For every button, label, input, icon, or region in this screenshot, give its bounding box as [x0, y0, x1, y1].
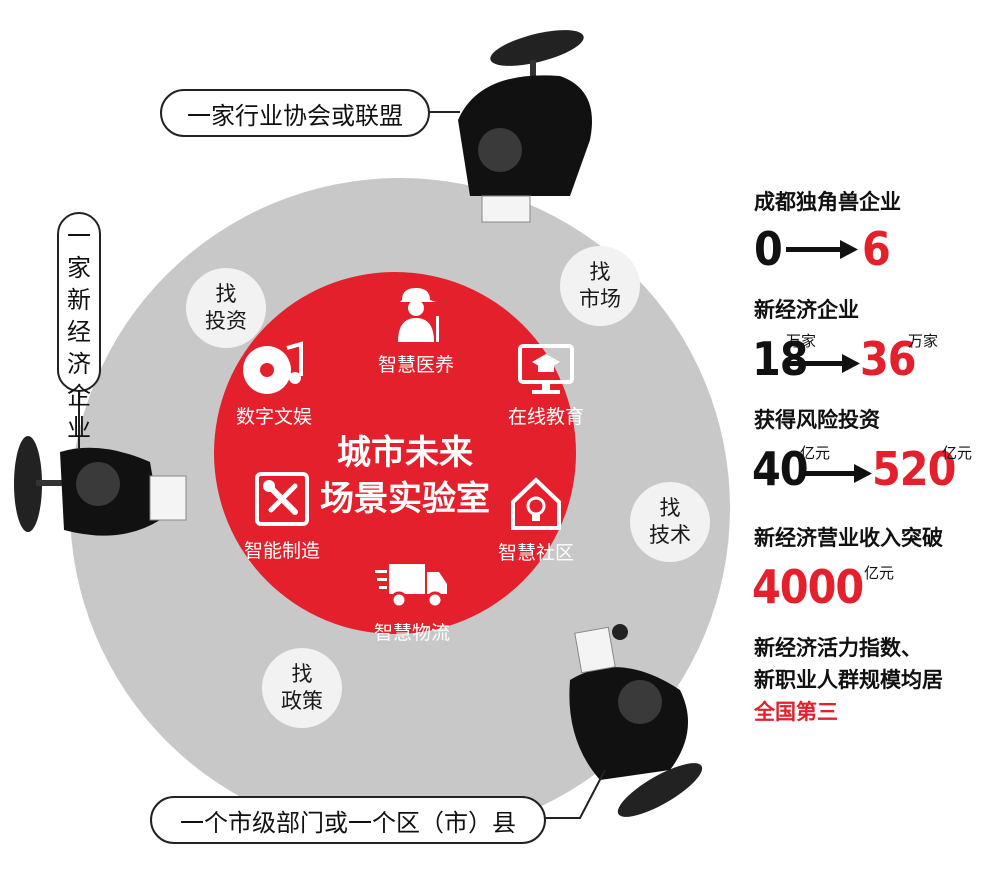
stat-unicorn-from: 0 [754, 222, 783, 276]
sector-label: 智慧医养 [378, 354, 455, 376]
delivery-truck-icon [375, 564, 447, 609]
bubble-find-text: 找 [659, 496, 681, 520]
center-title: 城市未来 场景实验室 [290, 430, 520, 522]
stat-revenue-heading: 新经济营业收入突破 [754, 526, 943, 550]
stat-ranking-line-1: 新经济活力指数、 [754, 636, 922, 660]
bubble-target-text: 投资 [205, 309, 247, 333]
stat-new-economy-heading: 新经济企业 [754, 298, 859, 322]
sector-smart-healthcare: 智慧医养 [378, 286, 454, 377]
stat-venture-heading: 获得风险投资 [754, 408, 880, 432]
sector-label: 智慧物流 [374, 622, 451, 644]
sector-smart-logistics: 智慧物流 [374, 558, 450, 645]
stat-new-economy-to-unit: 万家 [908, 332, 939, 350]
arrow-right-icon [788, 354, 860, 373]
bubble-target-text: 市场 [579, 287, 621, 311]
stat-new-economy-from-unit: 万家 [786, 332, 817, 350]
bubble-find-text: 找 [589, 260, 611, 284]
stat-venture-to: 520 [872, 442, 956, 496]
bubble-policy: 找 政策 [262, 648, 342, 728]
stat-unicorn-heading: 成都独角兽企业 [754, 190, 901, 214]
bubble-find-text: 找 [291, 662, 313, 686]
bubble-find-text: 找 [215, 282, 237, 306]
stat-venture-from: 40 [752, 442, 809, 496]
elderly-person-icon [398, 288, 439, 342]
arrow-right-icon [786, 240, 858, 259]
participant-text: 一家新经济企业 [67, 222, 91, 442]
stat-new-economy-to: 36 [860, 332, 917, 386]
left-person-figure [14, 436, 187, 536]
stat-venture-from-unit: 亿元 [800, 444, 831, 462]
bubble-market: 找 市场 [560, 246, 640, 326]
participant-text: 一个市级部门或一个区（市）县 [180, 808, 516, 837]
house-lightbulb-icon [511, 477, 561, 530]
center-title-line-2: 场景实验室 [320, 479, 490, 519]
bubble-target-text: 技术 [649, 523, 691, 547]
label-new-economy-enterprise: 一家新经济企业 [57, 212, 101, 442]
sector-smart-community: 智慧社区 [498, 476, 574, 565]
wrench-screwdriver-icon [255, 472, 309, 526]
stat-new-economy-from: 18 [752, 332, 809, 386]
stat-ranking-line-3: 全国第三 [754, 700, 838, 724]
stat-revenue-value: 4000 [752, 560, 864, 614]
stat-revenue-unit: 亿元 [864, 564, 895, 582]
participant-text: 一家行业协会或联盟 [187, 101, 403, 130]
sector-label: 智能制造 [244, 540, 321, 562]
stat-unicorn-to: 6 [862, 222, 891, 276]
sector-label: 在线教育 [508, 406, 585, 428]
bottom-person-figure [569, 624, 703, 817]
stat-ranking-line-2: 新职业人群规模均居 [754, 668, 943, 692]
bubble-target-text: 政策 [281, 689, 323, 713]
bottom-leader-line [545, 769, 606, 819]
sector-online-education: 在线教育 [508, 344, 584, 429]
stat-venture-to-unit: 亿元 [942, 444, 973, 462]
bubble-technology: 找 技术 [630, 482, 710, 562]
top-person-figure [458, 30, 592, 223]
arrow-right-icon [800, 464, 872, 483]
monitor-graduation-cap-icon [518, 344, 574, 394]
sector-smart-manufacturing: 智能制造 [244, 470, 320, 563]
label-industry-association: 一家行业协会或联盟 [160, 89, 430, 137]
center-title-line-1: 城市未来 [337, 433, 473, 473]
sector-digital-entertainment: 数字文娱 [236, 340, 312, 429]
music-disc-icon [243, 341, 303, 394]
label-municipal-department: 一个市级部门或一个区（市）县 [150, 796, 546, 844]
sector-label: 智慧社区 [498, 542, 575, 564]
sector-label: 数字文娱 [236, 406, 313, 428]
bubble-investment: 找 投资 [186, 268, 266, 348]
